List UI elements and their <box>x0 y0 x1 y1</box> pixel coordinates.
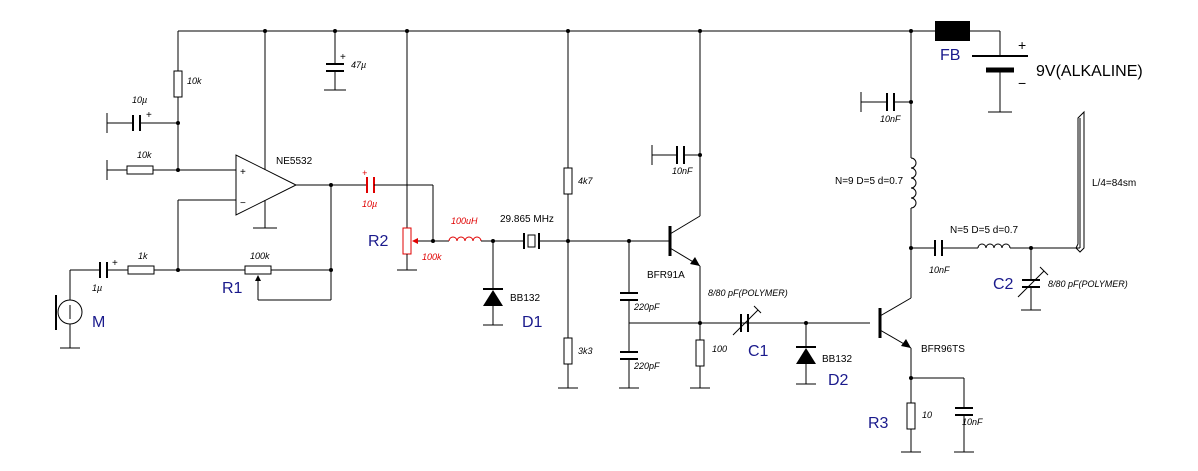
c-10n-r3-label: 10nF <box>962 417 983 427</box>
battery-minus-sign: − <box>1018 75 1026 91</box>
c-10n-top-label: 10nF <box>880 114 901 124</box>
c-10n-q1-label: 10nF <box>672 166 693 176</box>
r-1k-label: 1k <box>138 251 148 261</box>
inductor-100uh: 100uH <box>433 216 523 242</box>
c-47u-label: 47µ <box>351 60 366 70</box>
svg-text:+: + <box>146 110 152 121</box>
l-100uh-label: 100uH <box>451 216 478 226</box>
c-10u-out-label: 10µ <box>362 199 377 209</box>
c2-label: C2 <box>993 276 1014 293</box>
pot-r2: R2 100k <box>368 31 442 271</box>
c1-value-label: 8/80 pF(POLYMER) <box>708 288 788 298</box>
svg-text:+: + <box>240 167 246 178</box>
junction-dots <box>176 29 1033 380</box>
diode-d1: BB132 D1 <box>483 241 543 331</box>
r1-label: R1 <box>222 280 243 297</box>
diode-d2: BB132 D2 <box>796 323 852 389</box>
antenna: L/4=84sm <box>1075 110 1136 253</box>
svg-text:−: − <box>240 198 246 209</box>
opamp-ne5532: + − NE5532 <box>177 31 366 270</box>
r-10k-in-label: 10k <box>137 150 152 160</box>
l-big-label: N=9 D=5 d=0.7 <box>835 176 904 187</box>
c-220p-a-label: 220pF <box>633 302 660 312</box>
r3-label: R3 <box>868 415 889 432</box>
l-small-label: N=5 D=5 d=0.7 <box>950 225 1019 236</box>
battery-label: 9V(ALKALINE) <box>1036 63 1143 80</box>
trimmer-c1: 8/80 pF(POLYMER) C1 <box>708 288 788 360</box>
r2-value-label: 100k <box>422 252 442 262</box>
emitter-network-r3: 10 R3 10nF <box>868 377 983 453</box>
r-4k7-label: 4k7 <box>578 176 594 186</box>
supply-rail <box>178 30 1001 55</box>
svg-text:+: + <box>112 258 118 269</box>
battery: + − 9V(ALKALINE) <box>972 37 1143 113</box>
r1-value-label: 100k <box>250 251 270 261</box>
cap-10u-out: + 10µ <box>362 168 434 240</box>
c-220p-b-label: 220pF <box>633 361 660 371</box>
crystal-label: 29.865 MHz <box>500 214 554 225</box>
mic-label: M <box>92 314 105 331</box>
collector-supply: 10nF N=9 D=5 d=0.7 <box>835 31 917 248</box>
r3-value-label: 10 <box>922 410 932 420</box>
input-bias-network: 10k 10µ + 10k <box>106 31 236 180</box>
crystal: 29.865 MHz <box>500 214 669 249</box>
c2-value-label: 8/80 pF(POLYMER) <box>1048 279 1128 289</box>
d2-part-label: BB132 <box>822 354 852 365</box>
q2-label: BFR96TS <box>921 344 965 355</box>
d1-label: D1 <box>522 314 543 331</box>
cap-220p-pair: 220pF 220pF <box>619 241 870 389</box>
bias-divider: 4k7 3k3 <box>558 31 594 389</box>
r2-label: R2 <box>368 233 389 250</box>
cap-47u: + 47µ <box>324 31 366 91</box>
pot-r1: 100k R1 <box>222 185 332 301</box>
svg-text:+: + <box>362 168 367 178</box>
d1-part-label: BB132 <box>510 293 540 304</box>
opamp-label: NE5532 <box>276 156 313 167</box>
fb-label: FB <box>940 47 960 64</box>
transistor-q2: BFR96TS <box>878 248 965 403</box>
svg-text:+: + <box>340 52 346 63</box>
ferrite-bead-fb: FB <box>935 21 970 64</box>
d2-label: D2 <box>828 372 849 389</box>
antenna-label: L/4=84sm <box>1092 178 1136 189</box>
r-100-label: 100 <box>712 344 727 354</box>
transistor-q1: BFR91A <box>647 31 701 340</box>
cap-10n-q1: 10nF <box>651 145 700 176</box>
r-3k3-label: 3k3 <box>578 346 593 356</box>
output-network: N=5 D=5 d=0.7 10nF <box>911 225 1080 275</box>
trimmer-c2: C2 8/80 pF(POLYMER) <box>993 248 1128 311</box>
resistor-100: 100 <box>690 339 727 389</box>
c1-label: C1 <box>748 343 769 360</box>
r-10k-top-label: 10k <box>187 76 202 86</box>
battery-plus-sign: + <box>1018 37 1026 53</box>
q1-label: BFR91A <box>647 270 685 281</box>
c-1u-label: 1µ <box>92 283 102 293</box>
microphone-m: M + 1µ 1k <box>55 251 245 349</box>
c-10n-out-label: 10nF <box>929 265 950 275</box>
c-10u-in-label: 10µ <box>132 95 147 105</box>
